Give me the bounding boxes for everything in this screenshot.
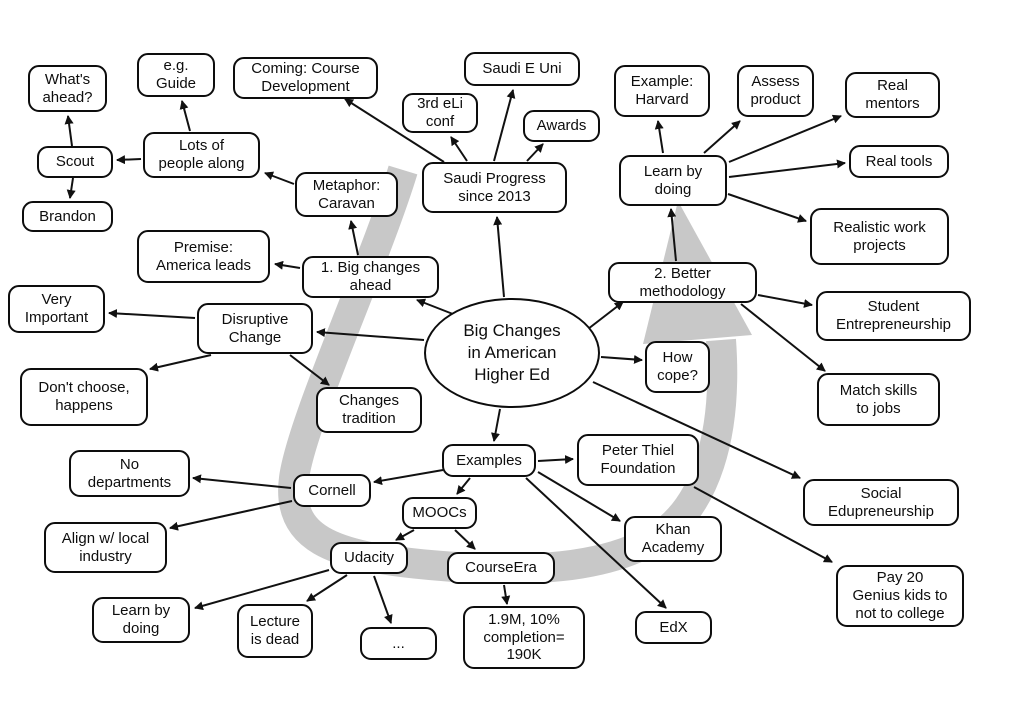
- node-saudi-e-uni[interactable]: Saudi E Uni: [464, 52, 580, 86]
- edge-learn-by-doing-to-example-harvard: [654, 120, 664, 154]
- node-awards[interactable]: Awards: [523, 110, 600, 142]
- node-peter-thiel-foundation[interactable]: Peter Thiel Foundation: [577, 434, 699, 486]
- edge-udacity-to-dots: [373, 575, 393, 624]
- edge-cornell-to-align-local-industry: [169, 500, 293, 531]
- node-align-local-industry[interactable]: Align w/ local industry: [44, 522, 167, 573]
- node-brandon[interactable]: Brandon: [22, 201, 113, 232]
- edge-scout-to-whats-ahead: [64, 115, 74, 147]
- node-scout[interactable]: Scout: [37, 146, 113, 178]
- node-student-entrepreneurship[interactable]: Student Entrepreneurship: [816, 291, 971, 341]
- node-edx[interactable]: EdX: [635, 611, 712, 644]
- node-moocs[interactable]: MOOCs: [402, 497, 477, 529]
- node-changes-tradition[interactable]: Changes tradition: [316, 387, 422, 433]
- node-example-harvard[interactable]: Example: Harvard: [614, 65, 710, 117]
- node-dont-choose-happens[interactable]: Don't choose, happens: [20, 368, 148, 426]
- edge-lots-of-people-along-to-scout: [116, 155, 142, 165]
- node-dots[interactable]: ...: [360, 627, 437, 660]
- edge-coursera-to-completion-stats: [501, 584, 511, 605]
- edge-better-methodology-to-learn-by-doing: [667, 208, 677, 262]
- edge-center-to-disruptive-change: [316, 328, 425, 341]
- node-learn-by-doing-2[interactable]: Learn by doing: [92, 597, 190, 643]
- edge-disruptive-change-to-changes-tradition: [289, 354, 330, 386]
- edge-examples-to-peter-thiel-foundation: [537, 454, 574, 464]
- node-assess-product[interactable]: Assess product: [737, 65, 814, 117]
- node-udacity[interactable]: Udacity: [330, 542, 408, 574]
- edge-cornell-to-no-departments: [192, 474, 292, 489]
- edge-saudi-progress-to-saudi-e-uni: [493, 89, 516, 162]
- edge-saudi-progress-to-coming-course-development: [344, 98, 445, 163]
- edge-better-methodology-to-student-entrepreneurship: [757, 294, 813, 308]
- edge-big-changes-ahead-to-metaphor-caravan: [348, 220, 359, 256]
- node-whats-ahead[interactable]: What's ahead?: [28, 65, 107, 112]
- node-social-edupreneurship[interactable]: Social Edupreneurship: [803, 479, 959, 526]
- edge-center-to-saudi-progress: [493, 216, 505, 298]
- edge-learn-by-doing-to-real-mentors: [728, 114, 842, 163]
- edge-center-to-examples: [491, 408, 501, 442]
- edge-center-to-social-edupreneurship: [592, 381, 801, 479]
- edge-disruptive-change-to-dont-choose-happens: [149, 354, 212, 372]
- edge-center-to-how-cope: [600, 354, 643, 364]
- node-no-departments[interactable]: No departments: [69, 450, 190, 497]
- node-real-tools[interactable]: Real tools: [849, 145, 949, 178]
- node-coursera[interactable]: CourseEra: [447, 552, 555, 584]
- node-real-mentors[interactable]: Real mentors: [845, 72, 940, 118]
- edge-udacity-to-learn-by-doing-2: [194, 569, 330, 611]
- edge-examples-to-moocs: [456, 477, 471, 495]
- node-better-methodology[interactable]: 2. Better methodology: [608, 262, 757, 303]
- node-premise-america-leads[interactable]: Premise: America leads: [137, 230, 270, 283]
- edge-big-changes-ahead-to-premise-america-leads: [274, 260, 301, 270]
- big-gray-emphasis-arrow: [278, 165, 738, 584]
- node-lots-of-people-along[interactable]: Lots of people along: [143, 132, 260, 178]
- node-examples[interactable]: Examples: [442, 444, 536, 477]
- edge-metaphor-caravan-to-lots-of-people-along: [264, 171, 295, 185]
- edge-moocs-to-udacity: [395, 529, 415, 541]
- edge-learn-by-doing-to-real-tools: [728, 159, 846, 178]
- node-disruptive-change[interactable]: Disruptive Change: [197, 303, 313, 354]
- node-third-eli-conf[interactable]: 3rd eLi conf: [402, 93, 478, 133]
- edge-disruptive-change-to-very-important: [108, 308, 196, 319]
- node-pay-20-genius-kids[interactable]: Pay 20 Genius kids to not to college: [836, 565, 964, 627]
- edge-examples-to-khan-academy: [537, 471, 621, 522]
- edge-examples-to-edx: [525, 477, 667, 609]
- node-how-cope[interactable]: How cope?: [645, 341, 710, 393]
- node-khan-academy[interactable]: Khan Academy: [624, 516, 722, 562]
- node-coming-course-development[interactable]: Coming: Course Development: [233, 57, 378, 99]
- edge-saudi-progress-to-third-eli-conf: [450, 136, 468, 162]
- node-cornell[interactable]: Cornell: [293, 474, 371, 507]
- edge-saudi-progress-to-awards: [526, 143, 544, 162]
- node-completion-stats[interactable]: 1.9M, 10% completion= 190K: [463, 606, 585, 669]
- edge-peter-thiel-foundation-to-pay-20-genius-kids: [693, 486, 833, 563]
- node-match-skills-to-jobs[interactable]: Match skills to jobs: [817, 373, 940, 426]
- node-lecture-is-dead[interactable]: Lecture is dead: [237, 604, 313, 658]
- edge-lots-of-people-along-to-eg-guide: [179, 100, 191, 132]
- edge-center-to-better-methodology: [587, 301, 624, 330]
- node-big-changes-ahead[interactable]: 1. Big changes ahead: [302, 256, 439, 298]
- node-eg-guide[interactable]: e.g. Guide: [137, 53, 215, 97]
- edge-examples-to-cornell: [373, 469, 444, 486]
- edge-better-methodology-to-match-skills-to-jobs: [740, 303, 826, 372]
- edge-moocs-to-coursera: [454, 529, 476, 550]
- edge-learn-by-doing-to-realistic-work-projects: [727, 193, 807, 223]
- node-learn-by-doing[interactable]: Learn by doing: [619, 155, 727, 206]
- edge-scout-to-brandon: [66, 177, 76, 199]
- node-saudi-progress[interactable]: Saudi Progress since 2013: [422, 162, 567, 213]
- node-center[interactable]: Big Changes in American Higher Ed: [424, 298, 600, 408]
- node-very-important[interactable]: Very Important: [8, 285, 105, 333]
- node-metaphor-caravan[interactable]: Metaphor: Caravan: [295, 172, 398, 217]
- node-realistic-work-projects[interactable]: Realistic work projects: [810, 208, 949, 265]
- edge-udacity-to-lecture-is-dead: [306, 574, 348, 602]
- edge-learn-by-doing-to-assess-product: [703, 120, 741, 154]
